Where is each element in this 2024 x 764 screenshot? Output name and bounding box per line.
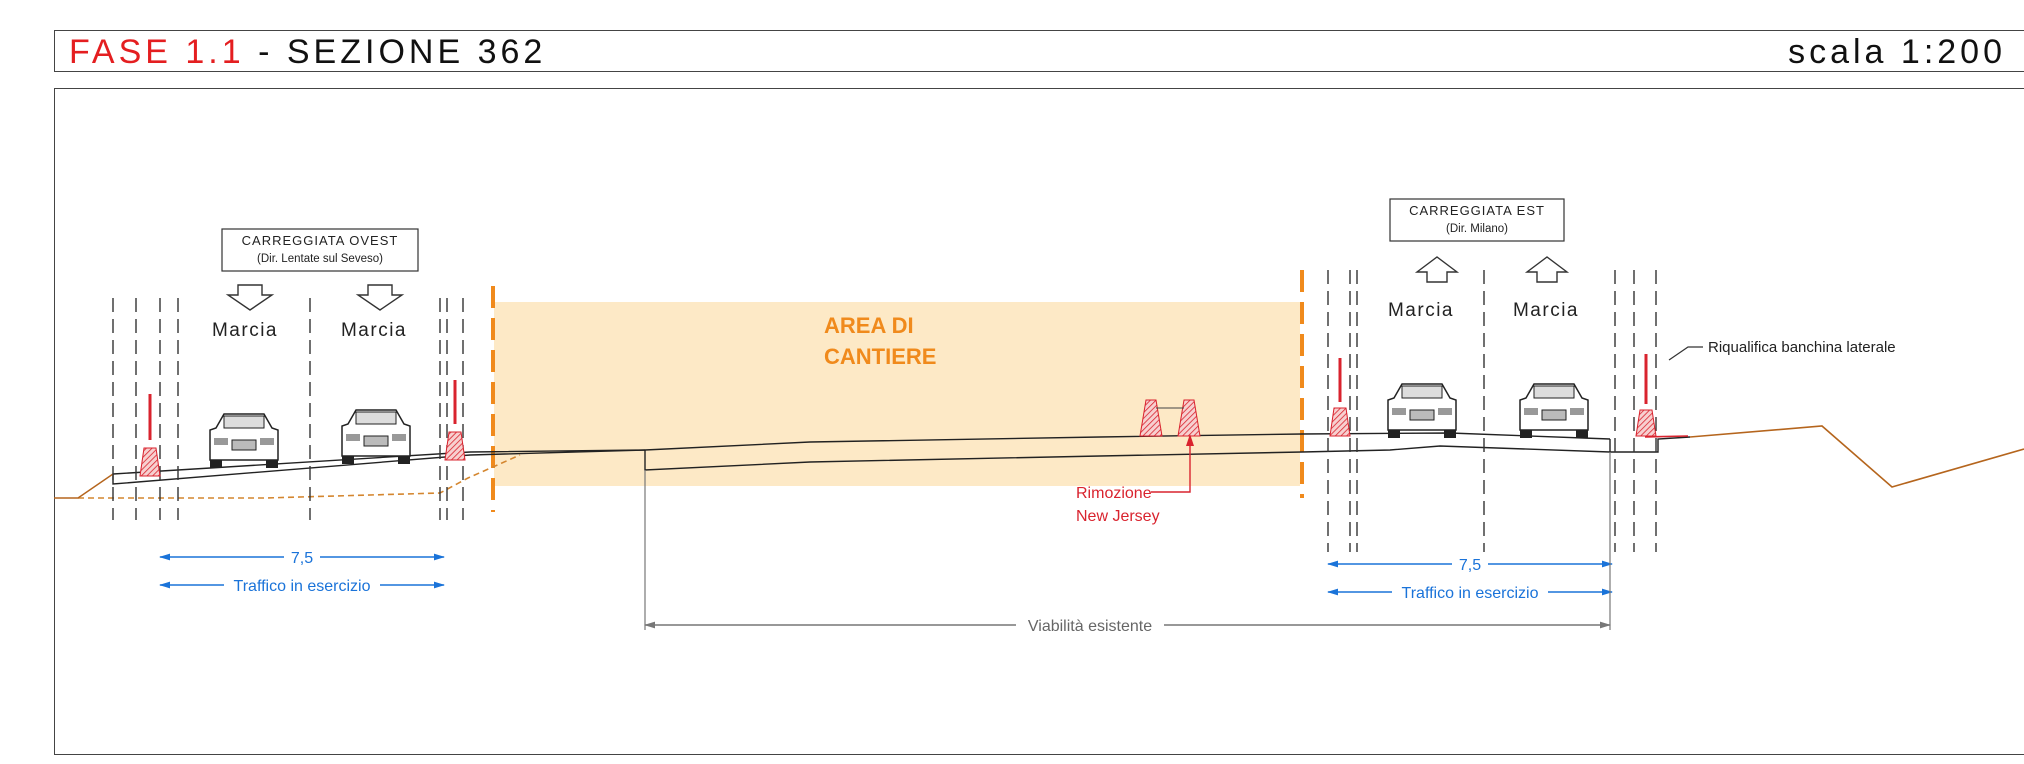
shoulder-note-label: Riqualifica banchina laterale (1708, 339, 1896, 356)
west-car-1-icon (209, 413, 279, 468)
west-barrier-right-icon (444, 380, 466, 461)
removal-label-line2: New Jersey (1076, 508, 1160, 525)
title-separator: - (258, 33, 274, 71)
west-carriageway-box (221, 228, 419, 272)
scale-label: scala 1:200 (1788, 33, 2006, 71)
west-road-top (112, 451, 471, 475)
shoulder-leader-line (1668, 346, 1703, 361)
title-bar: FASE 1.1 - SEZIONE 362 scala 1:200 (54, 30, 2024, 72)
west-car-2-icon (341, 409, 411, 464)
west-traffic-label: Traffico in esercizio (234, 578, 371, 595)
median-road-top (469, 433, 1303, 453)
east-traffic-label: Traffico in esercizio (1402, 585, 1539, 602)
east-car-1-icon (1387, 383, 1457, 438)
east-box-direction: (Dir. Milano) (1446, 223, 1508, 235)
west-dimension-value: 7,5 (291, 550, 313, 567)
east-lane2-label: Marcia (1513, 300, 1579, 321)
west-lane-lines (112, 298, 464, 520)
existing-road-label: Viabilità esistente (1028, 618, 1152, 635)
east-barrier-left-icon (1329, 358, 1351, 437)
east-road-bottom (1301, 445, 1611, 453)
west-lane2-down-arrow-icon (355, 284, 405, 311)
east-car-2-icon (1519, 383, 1589, 438)
ground-line-right (1689, 425, 2024, 488)
east-carriageway-box (1389, 198, 1565, 242)
work-area-label-line1: AREA DI (824, 313, 914, 338)
east-lane-lines (1327, 270, 1657, 552)
phase-label: FASE 1.1 (69, 33, 245, 71)
east-barrier-right-icon (1635, 354, 1657, 437)
east-lane1-up-arrow-icon (1414, 256, 1460, 283)
west-lane1-label: Marcia (212, 320, 278, 341)
east-lane2-up-arrow-icon (1524, 256, 1570, 283)
ground-line-left (54, 473, 114, 499)
drawing-frame (54, 88, 2024, 755)
drawing-title: FASE 1.1 - SEZIONE 362 (69, 33, 546, 72)
new-jersey-barriers-icon (1139, 399, 1201, 437)
shoulder-red-mark (1644, 435, 1689, 438)
east-box-title: CARREGGIATA EST (1409, 203, 1545, 218)
east-lane1-label: Marcia (1388, 300, 1454, 321)
west-lane1-down-arrow-icon (225, 284, 275, 311)
median-road-bottom (644, 450, 1303, 471)
section-label: SEZIONE 362 (286, 33, 547, 71)
removal-leader-line (1151, 438, 1191, 493)
west-barrier-left-icon (139, 394, 161, 477)
east-dimension-value: 7,5 (1459, 557, 1481, 574)
west-lane2-label: Marcia (341, 320, 407, 341)
west-box-title: CARREGGIATA OVEST (242, 233, 399, 248)
removal-label-line1: Rimozione (1076, 485, 1152, 502)
west-box-direction: (Dir. Lentate sul Seveso) (257, 253, 383, 265)
work-area-label-line2: CANTIERE (824, 344, 936, 369)
east-shoulder-step (1609, 436, 1691, 453)
